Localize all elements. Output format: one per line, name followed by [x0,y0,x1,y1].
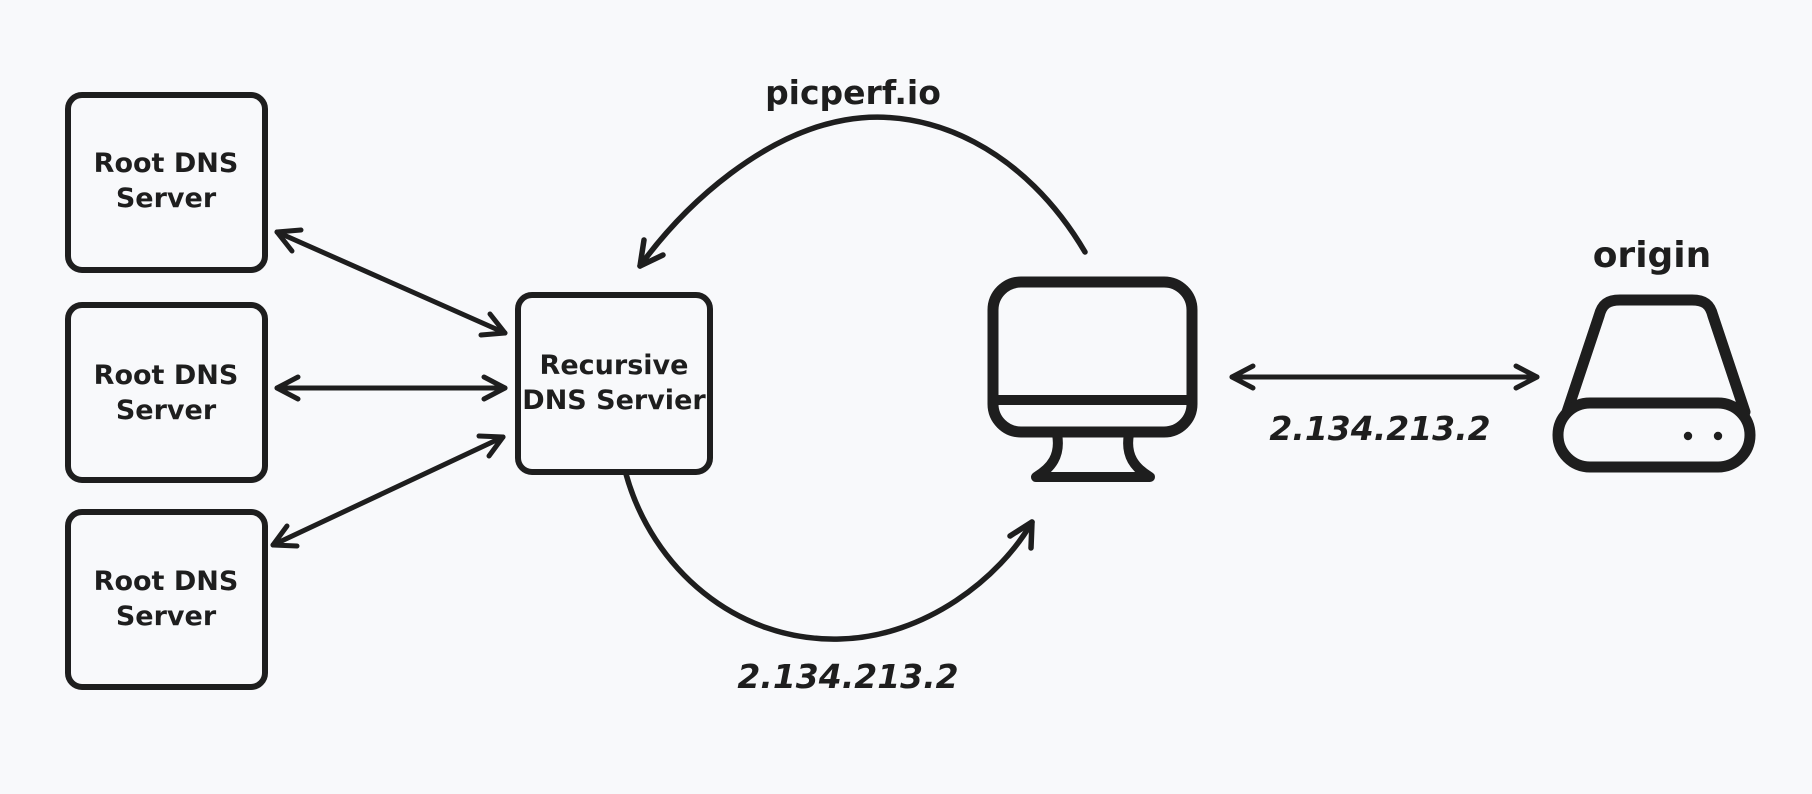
picperf-domain-label: picperf.io [765,73,941,112]
hard-drive-top [1561,294,1751,418]
root-dns-server-3-node: Root DNS Server [65,509,268,690]
loop-arc-bottom [623,471,1035,642]
root-dns-server-3-box [65,509,268,690]
hard-drive-led-2 [1713,431,1723,441]
resolved-ip-label-bottom: 2.134.213.2 [737,657,958,696]
root-dns-server-1-node: Root DNS Server [65,92,268,273]
recursive-dns-label-line2: DNS Servier [522,385,706,416]
root-dns-server-2-label-line1: Root DNS [94,360,239,391]
origin-ip-label: 2.134.213.2 [1269,409,1490,448]
monitor-stand [1031,429,1155,482]
arrow-root1-recursive [274,227,508,338]
arrow-root1-recursive-line [274,229,508,336]
monitor-body [987,276,1198,438]
root-dns-server-3-label-line1: Root DNS [94,566,239,597]
origin-title-label: origin [1593,235,1712,276]
arrow-monitor-origin [1229,363,1540,391]
arrow-root3-recursive [270,433,506,549]
loop-arc-top-head [637,237,666,269]
loop-arc-bottom-head [1007,519,1035,551]
hard-drive-led-1 [1683,431,1693,441]
root-dns-server-1-box [65,92,268,273]
root-dns-server-3-label-line2: Server [116,601,217,632]
arrow-root2-recursive-head-left [274,374,301,402]
hard-drive-icon [1552,294,1756,473]
arrow-root1-recursive-head-right [478,311,508,338]
loop-arc-top-line [637,114,1088,269]
root-dns-server-2-label-line2: Server [116,395,217,426]
arrow-monitor-origin-head-left [1229,363,1256,391]
loop-arc-bottom-line [623,471,1035,642]
root-dns-server-1-label-line1: Root DNS [94,148,239,179]
arrow-root3-recursive-head-right [476,433,506,459]
loop-arc-top [637,114,1088,269]
recursive-dns-node: Recursive DNS Servier [515,292,713,475]
arrow-monitor-origin-head-right [1513,363,1540,391]
root-dns-server-1-label-line2: Server [116,183,217,214]
arrow-root3-recursive-head-left [270,523,300,549]
monitor-icon [987,276,1198,482]
arrow-root3-recursive-line [270,434,506,548]
arrow-root1-recursive-head-left [274,227,304,254]
recursive-dns-label-line1: Recursive [540,350,689,381]
hard-drive-base [1552,397,1756,473]
root-dns-server-2-box [65,302,268,483]
arrow-root2-recursive [274,374,508,402]
arrow-root2-recursive-head-right [481,374,508,402]
root-dns-server-2-node: Root DNS Server [65,302,268,483]
recursive-dns-box [515,292,713,475]
